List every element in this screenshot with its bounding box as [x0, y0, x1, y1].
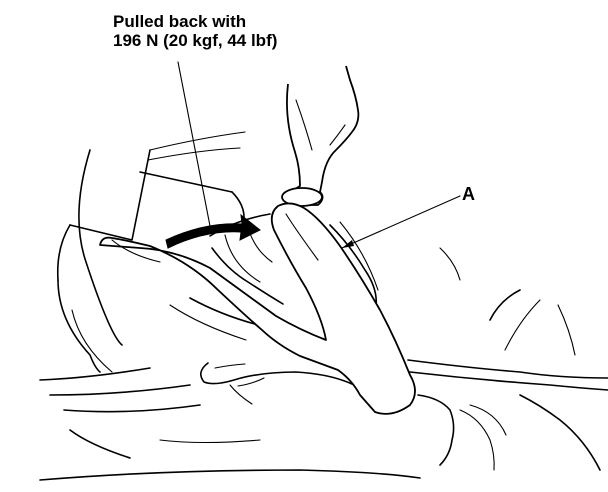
force-callout: Pulled back with 196 N (20 kgf, 44 lbf) — [113, 12, 277, 50]
part-a-label: A — [462, 184, 475, 204]
shift-lever-knob — [281, 65, 360, 207]
center-console-outline — [39, 131, 421, 481]
force-callout-line2: 196 N (20 kgf, 44 lbf) — [113, 31, 278, 50]
leader-lines — [177, 61, 461, 249]
side-panel — [329, 221, 608, 471]
pull-direction-arrow — [165, 213, 261, 249]
force-callout-line1: Pulled back with — [113, 12, 247, 31]
parking-brake-lever — [99, 202, 416, 415]
